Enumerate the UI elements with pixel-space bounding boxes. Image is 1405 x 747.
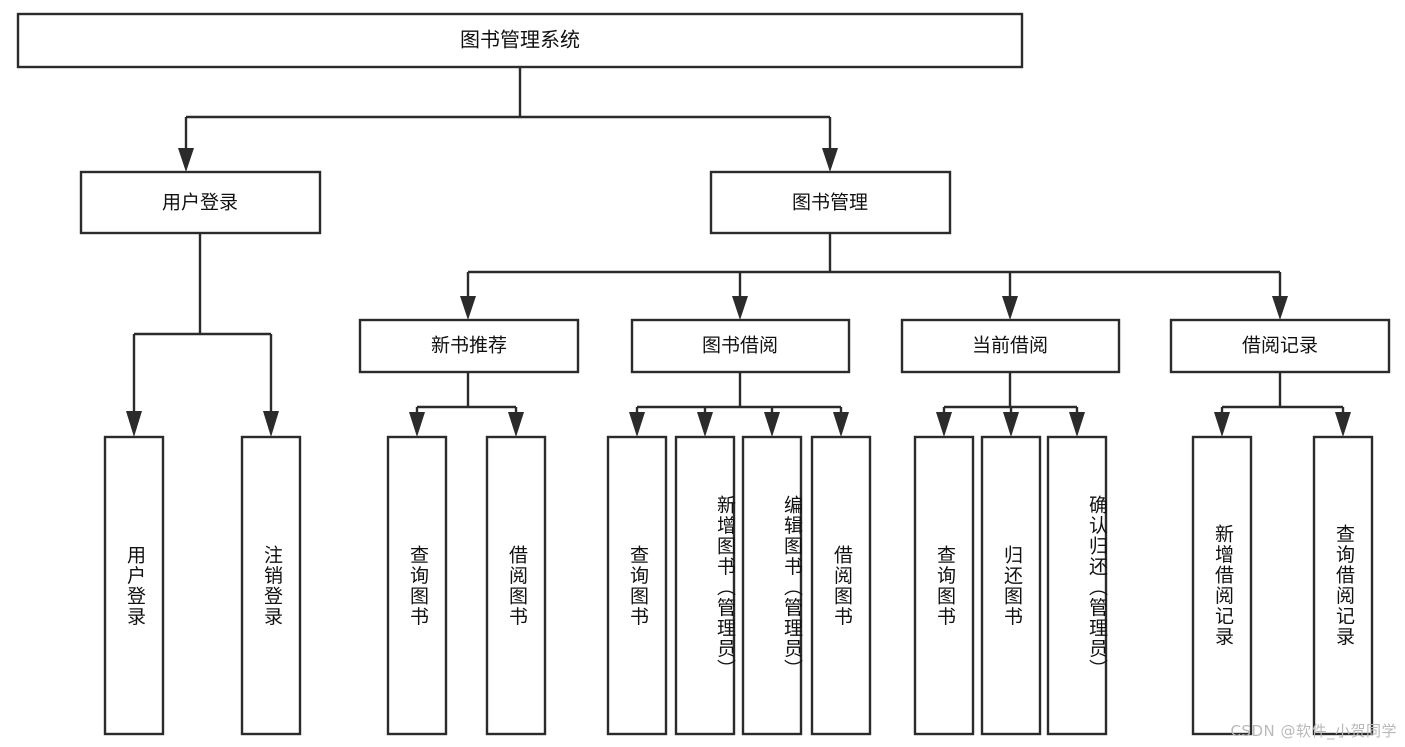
connector-group-user-login-leaves	[126, 233, 279, 437]
connector-group-root	[178, 67, 838, 172]
node-borrow-record[interactable]: 借阅记录	[1169, 318, 1391, 374]
leaf-add-record-box[interactable]	[1191, 435, 1253, 736]
node-book-manage[interactable]: 图书管理	[709, 170, 952, 235]
node-root-box[interactable]	[16, 12, 1024, 69]
node-borrow-record-label: 借阅记录	[1242, 335, 1318, 357]
node-new-book-recommend[interactable]: 新书推荐	[358, 318, 580, 374]
node-current-borrow[interactable]: 当前借阅	[900, 318, 1121, 374]
leaf-query-book-3-box[interactable]	[913, 435, 975, 736]
arrow-head-book-manage	[822, 148, 838, 172]
node-root[interactable]: 图书管理系统	[16, 12, 1024, 69]
leaf-logout-login-box[interactable]	[240, 435, 302, 736]
node-user-login[interactable]: 用户登录	[79, 170, 322, 235]
leaf-user-login-box[interactable]	[103, 435, 165, 736]
leaf-add-book-box[interactable]	[674, 435, 736, 736]
arrow-head-leaf-edit-book	[764, 412, 780, 437]
arrow-head-leaf-add-record	[1214, 412, 1230, 437]
leaf-borrow-book-2-box[interactable]	[810, 435, 872, 736]
node-book-manage-box[interactable]	[709, 170, 952, 235]
connector-group-new-book-recommend-leaves	[409, 372, 524, 437]
arrow-head-leaf-query-book-1	[409, 412, 425, 437]
leaf-confirm-return-box[interactable]	[1046, 435, 1108, 736]
leaf-return-book-box[interactable]	[980, 435, 1042, 736]
node-book-borrow-label: 图书借阅	[702, 335, 778, 357]
arrow-head-borrow-record	[1272, 296, 1288, 320]
arrow-head-leaf-return-book	[1003, 412, 1019, 437]
arrow-head-book-borrow	[732, 296, 748, 320]
node-new-book-recommend-label: 新书推荐	[431, 335, 507, 357]
arrow-head-user-login	[178, 148, 194, 172]
connector-group-borrow-record-leaves	[1214, 372, 1351, 437]
leaf-query-book-2-box[interactable]	[606, 435, 668, 736]
arrow-head-leaf-query-book-2	[629, 412, 645, 437]
leaf-borrow-book-1-box[interactable]	[485, 435, 547, 736]
csdn-watermark: CSDN @软件_小贺同学	[1230, 722, 1397, 740]
node-current-borrow-label: 当前借阅	[972, 335, 1048, 357]
node-book-manage-label: 图书管理	[792, 192, 868, 214]
leaf-edit-book-box[interactable]	[741, 435, 803, 736]
connector-group-book-manage	[460, 233, 1288, 320]
connector-group-book-borrow-leaves	[629, 372, 849, 437]
node-book-borrow[interactable]: 图书借阅	[630, 318, 851, 374]
arrow-head-new-book-recommend	[460, 296, 476, 320]
arrow-head-leaf-user-login	[126, 411, 142, 437]
arrow-head-current-borrow	[1002, 296, 1018, 320]
leaf-boxes	[103, 435, 1374, 736]
arrow-head-leaf-logout-login	[263, 411, 279, 437]
node-book-borrow-box[interactable]	[630, 318, 851, 374]
leaf-query-record-box[interactable]	[1312, 435, 1374, 736]
node-borrow-record-box[interactable]	[1169, 318, 1391, 374]
arrow-head-leaf-add-book	[697, 412, 713, 437]
node-user-login-label: 用户登录	[162, 192, 238, 214]
arrow-head-leaf-query-record	[1335, 412, 1351, 437]
leaf-query-book-1-box[interactable]	[386, 435, 448, 736]
arrow-head-leaf-confirm-return	[1069, 412, 1085, 437]
arrow-head-leaf-query-book-3	[936, 412, 952, 437]
node-root-label: 图书管理系统	[460, 28, 580, 52]
node-new-book-recommend-box[interactable]	[358, 318, 580, 374]
arrow-head-leaf-borrow-book-2	[833, 412, 849, 437]
node-user-login-box[interactable]	[79, 170, 322, 235]
node-current-borrow-box[interactable]	[900, 318, 1121, 374]
arrow-head-leaf-borrow-book-1	[508, 412, 524, 437]
connector-group-current-borrow-leaves	[936, 372, 1085, 437]
